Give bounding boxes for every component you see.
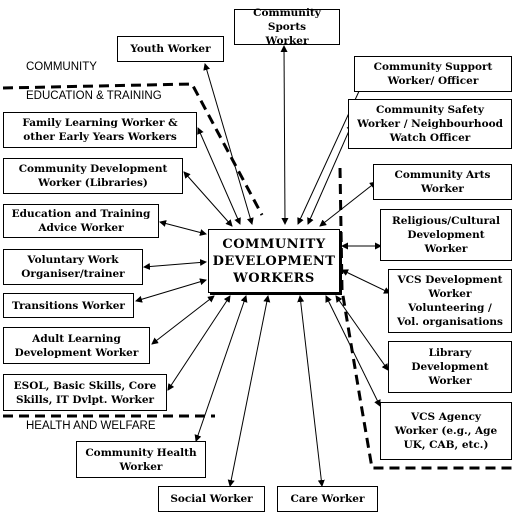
node-community-safety-worker: Community Safety Worker / Neighbourhood … xyxy=(348,99,512,149)
connector-arrow-sports xyxy=(280,45,289,225)
node-education-training-advice-worker: Education and Training Advice Worker xyxy=(3,204,159,238)
connector-arrow-family xyxy=(197,127,241,225)
node-social-worker: Social Worker xyxy=(158,486,265,512)
central-node-community-development-workers: COMMUNITY DEVELOPMENT WORKERS xyxy=(208,229,340,293)
node-community-support-worker: Community Support Worker/ Officer xyxy=(354,56,512,92)
connector-arrow-voluntary xyxy=(143,258,207,271)
connector-arrow-youth xyxy=(203,63,254,225)
node-community-health-worker: Community Health Worker xyxy=(76,441,206,478)
region-label-community: COMMUNITY xyxy=(26,61,97,73)
node-community-arts-worker: Community Arts Worker xyxy=(373,164,512,200)
connector-arrow-adult xyxy=(151,295,215,345)
connector-arrow-cd-libraries xyxy=(183,171,233,227)
region-label-education-training: EDUCATION & TRAINING xyxy=(26,90,162,102)
node-vcs-agency-worker: VCS Agency Worker (e.g., Age UK, CAB, et… xyxy=(380,402,512,460)
node-library-development-worker: Library Development Worker xyxy=(388,341,512,393)
community-boundary-line xyxy=(2,82,264,216)
node-vcs-development-worker: VCS Development Worker Volunteering / Vo… xyxy=(388,269,512,333)
node-family-learning-worker: Family Learning Worker & other Early Yea… xyxy=(3,112,197,148)
node-care-worker: Care Worker xyxy=(277,486,378,512)
connector-arrow-care xyxy=(297,295,325,487)
node-community-development-libraries: Community Development Worker (Libraries) xyxy=(3,158,183,194)
node-voluntary-work-organiser: Voluntary Work Organiser/trainer xyxy=(3,249,143,285)
connector-arrow-vcs-agency xyxy=(325,295,381,407)
connector-arrow-vcs-dev xyxy=(341,269,391,294)
region-label-health-welfare: HEALTH AND WELFARE xyxy=(26,420,156,432)
connector-arrow-social xyxy=(227,295,271,487)
node-community-sports-worker: Community Sports Worker xyxy=(234,7,340,47)
node-youth-worker: Youth Worker xyxy=(117,36,224,62)
connector-arrow-transitions xyxy=(135,278,207,303)
node-transitions-worker: Transitions Worker xyxy=(3,293,134,318)
connector-arrow-arts xyxy=(319,181,377,227)
connector-arrow-edu-advice xyxy=(159,220,207,236)
connector-arrow-esol xyxy=(167,295,231,391)
connector-arrow-safety xyxy=(307,123,353,225)
node-esol-basic-skills-worker: ESOL, Basic Skills, Core Skills, IT Dvlp… xyxy=(3,374,167,411)
node-religious-cultural-worker: Religious/Cultural Development Worker xyxy=(380,209,512,261)
node-adult-learning-worker: Adult Learning Development Worker xyxy=(3,327,150,364)
connector-arrow-health xyxy=(194,295,248,442)
